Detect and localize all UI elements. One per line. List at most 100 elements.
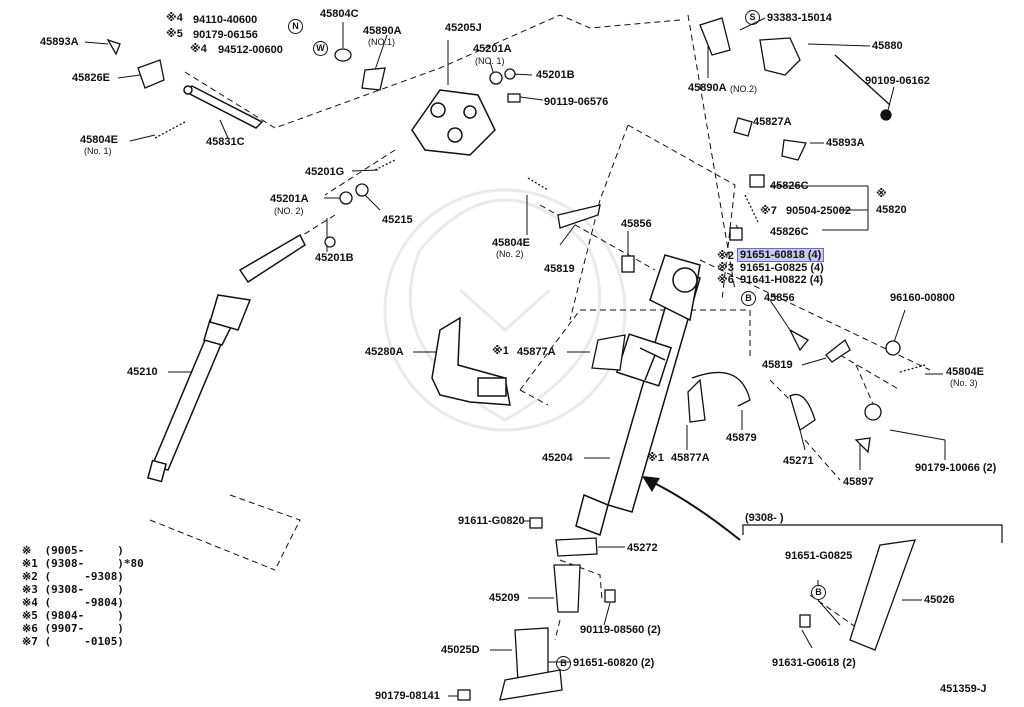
part-label-96160-00800[interactable]: 96160-00800 <box>890 292 955 304</box>
figure-id: 451359-J <box>940 683 987 695</box>
part-label-91651-60820[interactable]: 91651-60820 (2) <box>573 657 655 669</box>
part-label-45819[interactable]: 45819 <box>544 263 575 275</box>
part-label-45893A[interactable]: 45893A <box>40 36 79 48</box>
range-bracket <box>742 524 1003 543</box>
part-label-90119-06576[interactable]: 90119-06576 <box>544 96 609 108</box>
part-label-90119-08560[interactable]: 90119-08560 (2) <box>580 624 661 636</box>
part-label-45890A-no1[interactable]: 45890A <box>363 25 402 37</box>
circle-B-marker: B <box>556 656 571 671</box>
part-label-45272[interactable]: 45272 <box>627 542 658 554</box>
part-label-45215[interactable]: 45215 <box>382 214 413 226</box>
part-label-45804E-no3[interactable]: 45804E <box>946 366 984 378</box>
circle-B-marker: B <box>811 585 826 600</box>
part-label-45201A-no2[interactable]: 45201A <box>270 193 309 205</box>
part-label-45804C[interactable]: 45804C <box>320 8 359 20</box>
shaft-45210 <box>146 233 306 483</box>
part-label-90109-06162[interactable]: 90109-06162 <box>865 75 930 87</box>
note-mark: ※1 <box>647 452 664 464</box>
part-label-91651-G0825-4[interactable]: 91651-G0825 (4) <box>740 262 824 274</box>
part-label-45880[interactable]: 45880 <box>872 40 903 52</box>
part-label-45201B[interactable]: 45201B <box>536 69 575 81</box>
part-sublabel: (No. 3) <box>950 378 978 388</box>
part-label-45804E-no2[interactable]: 45804E <box>492 237 530 249</box>
direction-arrow <box>647 479 741 541</box>
part-label-45820[interactable]: 45820 <box>876 204 907 216</box>
note-mark: ※2 <box>717 250 734 262</box>
part-label-45893A[interactable]: 45893A <box>826 137 865 149</box>
part-label-45897[interactable]: 45897 <box>843 476 874 488</box>
note-mark: ※3 <box>717 262 734 274</box>
part-sublabel: (No. 1) <box>84 146 112 156</box>
note-mark: ※5 <box>166 28 183 40</box>
part-label-45280A[interactable]: 45280A <box>365 346 404 358</box>
part-label-91641-H0822[interactable]: 91641-H0822 (4) <box>740 274 824 286</box>
part-label-45877A[interactable]: 45877A <box>517 346 556 358</box>
part-label-90179-06156[interactable]: 90179-06156 <box>193 29 258 41</box>
part-label-45204[interactable]: 45204 <box>542 452 573 464</box>
part-label-45856[interactable]: 45856 <box>621 218 652 230</box>
part-sublabel: (NO.1) <box>368 37 395 47</box>
part-label-45879[interactable]: 45879 <box>726 432 757 444</box>
part-label-45026[interactable]: 45026 <box>924 594 955 606</box>
footnote: ※ (9005- ) <box>22 544 124 557</box>
part-label-45827A[interactable]: 45827A <box>753 116 792 128</box>
part-sublabel: (NO.2) <box>730 84 757 94</box>
part-label-91611-G0820[interactable]: 91611-G0820 <box>458 515 525 527</box>
part-sublabel: (No. 2) <box>496 249 524 259</box>
part-label-93383-15014[interactable]: 93383-15014 <box>767 12 832 24</box>
part-label-45819[interactable]: 45819 <box>762 359 793 371</box>
footnote: ※6 (9907- ) <box>22 622 124 635</box>
note-mark: ※7 <box>760 205 777 217</box>
part-label-90179-08141[interactable]: 90179-08141 <box>375 690 440 702</box>
part-label-90179-10066[interactable]: 90179-10066 (2) <box>915 462 997 474</box>
part-label-45877A[interactable]: 45877A <box>671 452 710 464</box>
part-label-94512-00600[interactable]: 94512-00600 <box>218 44 283 56</box>
part-label-45201B[interactable]: 45201B <box>315 252 354 264</box>
part-label-45890A-no2[interactable]: 45890A <box>688 82 727 94</box>
footnotes: ※ (9005- ) ※1 (9308- )*80 ※2 ( -9308) ※3… <box>22 544 144 648</box>
part-label-45209[interactable]: 45209 <box>489 592 520 604</box>
part-label-45804E-no1[interactable]: 45804E <box>80 134 118 146</box>
footnote: ※5 (9804- ) <box>22 609 124 622</box>
footnote: ※4 ( -9804) <box>22 596 124 609</box>
part-label-45201A-no1[interactable]: 45201A <box>473 43 512 55</box>
column-tube-45204 <box>575 254 701 536</box>
part-label-45201G[interactable]: 45201G <box>305 166 345 178</box>
part-label-45831C[interactable]: 45831C <box>206 136 245 148</box>
part-label-45826E[interactable]: 45826E <box>72 72 110 84</box>
leader-lines <box>84 17 946 697</box>
housing-45205J <box>411 89 496 156</box>
circle-B-marker: B <box>741 291 756 306</box>
part-label-45205J[interactable]: 45205J <box>445 22 482 34</box>
part-label-45826C[interactable]: 45826C <box>770 180 809 192</box>
range-label: (9308- ) <box>745 512 784 524</box>
circle-N-marker: N <box>288 19 303 34</box>
part-label-91651-G0825[interactable]: 91651-G0825 <box>785 550 853 562</box>
note-mark: ※4 <box>166 12 183 24</box>
note-mark: ※1 <box>492 345 509 357</box>
footnote: ※2 ( -9308) <box>22 570 124 583</box>
footnote: ※3 (9308- ) <box>22 583 124 596</box>
note-mark: ※6 <box>717 274 734 286</box>
part-sublabel: (NO. 1) <box>475 56 505 66</box>
part-sublabel: (NO. 2) <box>274 206 304 216</box>
shaft-45831C <box>183 85 264 129</box>
part-label-90504-25002[interactable]: 90504-25002 <box>786 205 851 217</box>
circle-S-marker: S <box>745 10 760 25</box>
part-label-45856[interactable]: 45856 <box>764 292 795 304</box>
note-mark: ※4 <box>190 43 207 55</box>
part-label-45271[interactable]: 45271 <box>783 455 814 467</box>
small-parts <box>106 17 926 701</box>
part-label-45826C[interactable]: 45826C <box>770 226 809 238</box>
note-mark: ※ <box>876 188 887 200</box>
footnote: ※1 (9308- )*80 <box>22 557 144 570</box>
bracket-45280A <box>431 316 511 406</box>
part-label-94110-40600[interactable]: 94110-40600 <box>193 14 258 26</box>
dashed-guides <box>149 14 931 641</box>
part-label-91651-60818-highlighted[interactable]: 91651-60818 (4) <box>736 248 825 262</box>
part-label-45025D[interactable]: 45025D <box>441 644 480 656</box>
part-label-91631-G0618[interactable]: 91631-G0618 (2) <box>772 657 856 669</box>
part-label-45210[interactable]: 45210 <box>127 366 158 378</box>
